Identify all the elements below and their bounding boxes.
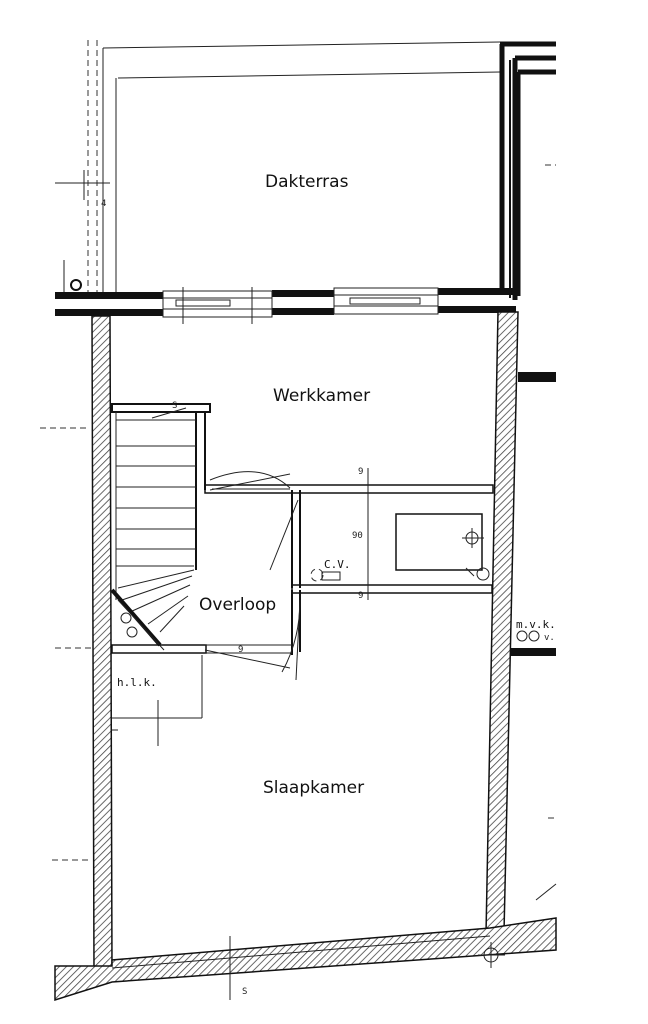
inner-walls: 9 90 9 9 — [55, 467, 494, 746]
room-label-overloop: Overloop — [199, 595, 276, 615]
svg-text:90: 90 — [352, 531, 363, 541]
svg-text:S: S — [172, 401, 177, 411]
cv-label: C.V. — [324, 558, 351, 571]
bottom-wall: S — [54, 883, 557, 1002]
room-label-werkkamer: Werkkamer — [273, 386, 370, 406]
roof-terrace: 4 — [55, 40, 556, 300]
window — [162, 287, 273, 324]
svg-text:9: 9 — [358, 591, 363, 601]
room-label-slaapkamer: Slaapkamer — [263, 778, 364, 798]
svg-text:9: 9 — [358, 467, 363, 477]
svg-text:9: 9 — [238, 645, 243, 655]
right-wall — [485, 311, 519, 935]
left-wall — [91, 315, 113, 973]
mvk-symbol — [516, 630, 540, 642]
exterior-marks — [40, 164, 556, 861]
hlk-label: h.l.k. — [117, 676, 157, 689]
room-label-dakterras: Dakterras — [265, 172, 349, 192]
staircase: S — [110, 401, 211, 651]
mvk-label: m.v.k. — [516, 618, 556, 631]
window — [333, 287, 439, 315]
svg-text:4: 4 — [101, 199, 106, 209]
v-label: v. — [544, 633, 555, 643]
svg-text:S: S — [242, 987, 247, 997]
terrace-wall — [55, 279, 516, 324]
